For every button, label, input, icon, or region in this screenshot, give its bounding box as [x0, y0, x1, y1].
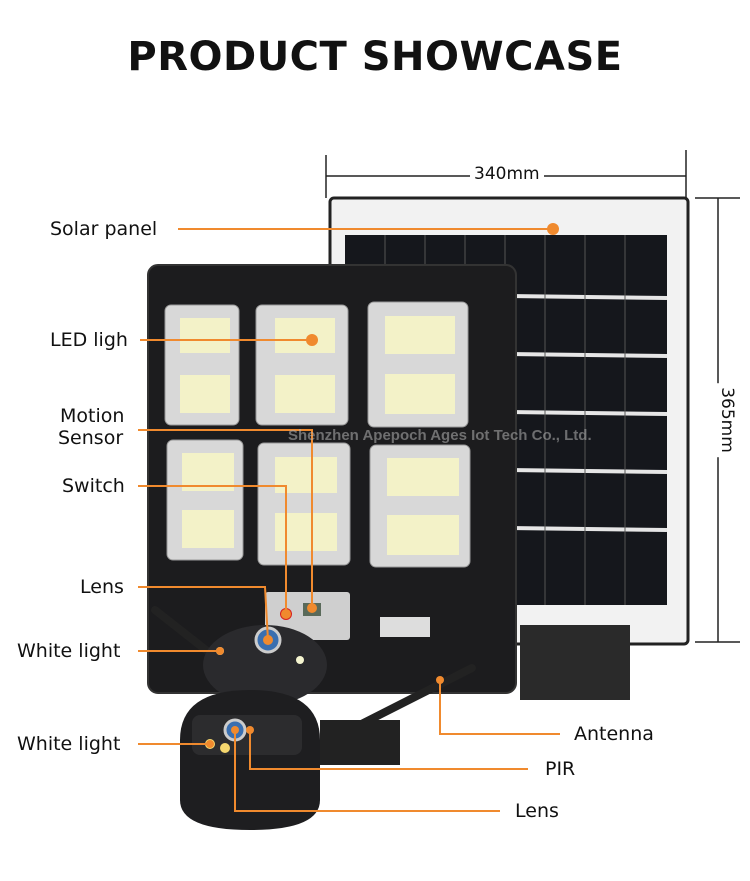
label-solar-panel: Solar panel	[50, 218, 158, 240]
label-motion-sensor-line2: Sensor	[58, 427, 124, 449]
label-lens-bottom: Lens	[515, 800, 559, 822]
page-title: PRODUCT SHOWCASE	[127, 34, 623, 80]
width-dimension: 340mm	[470, 164, 544, 184]
lamp-body-image	[147, 264, 517, 694]
label-motion-sensor-line1: Motion	[60, 405, 125, 427]
label-switch: Switch	[62, 475, 125, 497]
label-antenna: Antenna	[574, 723, 654, 745]
label-lens-top: Lens	[80, 576, 124, 598]
label-white-light-bottom: White light	[17, 733, 121, 755]
leader-lines	[138, 228, 560, 812]
label-white-light-top: White light	[17, 640, 121, 662]
label-led-light: LED ligh	[50, 329, 128, 351]
leader-dots	[206, 223, 559, 748]
label-pir: PIR	[545, 758, 576, 780]
height-dimension: 365mm	[716, 383, 737, 457]
watermark: Shenzhen Apepoch Ages Iot Tech Co., Ltd.	[288, 427, 592, 444]
